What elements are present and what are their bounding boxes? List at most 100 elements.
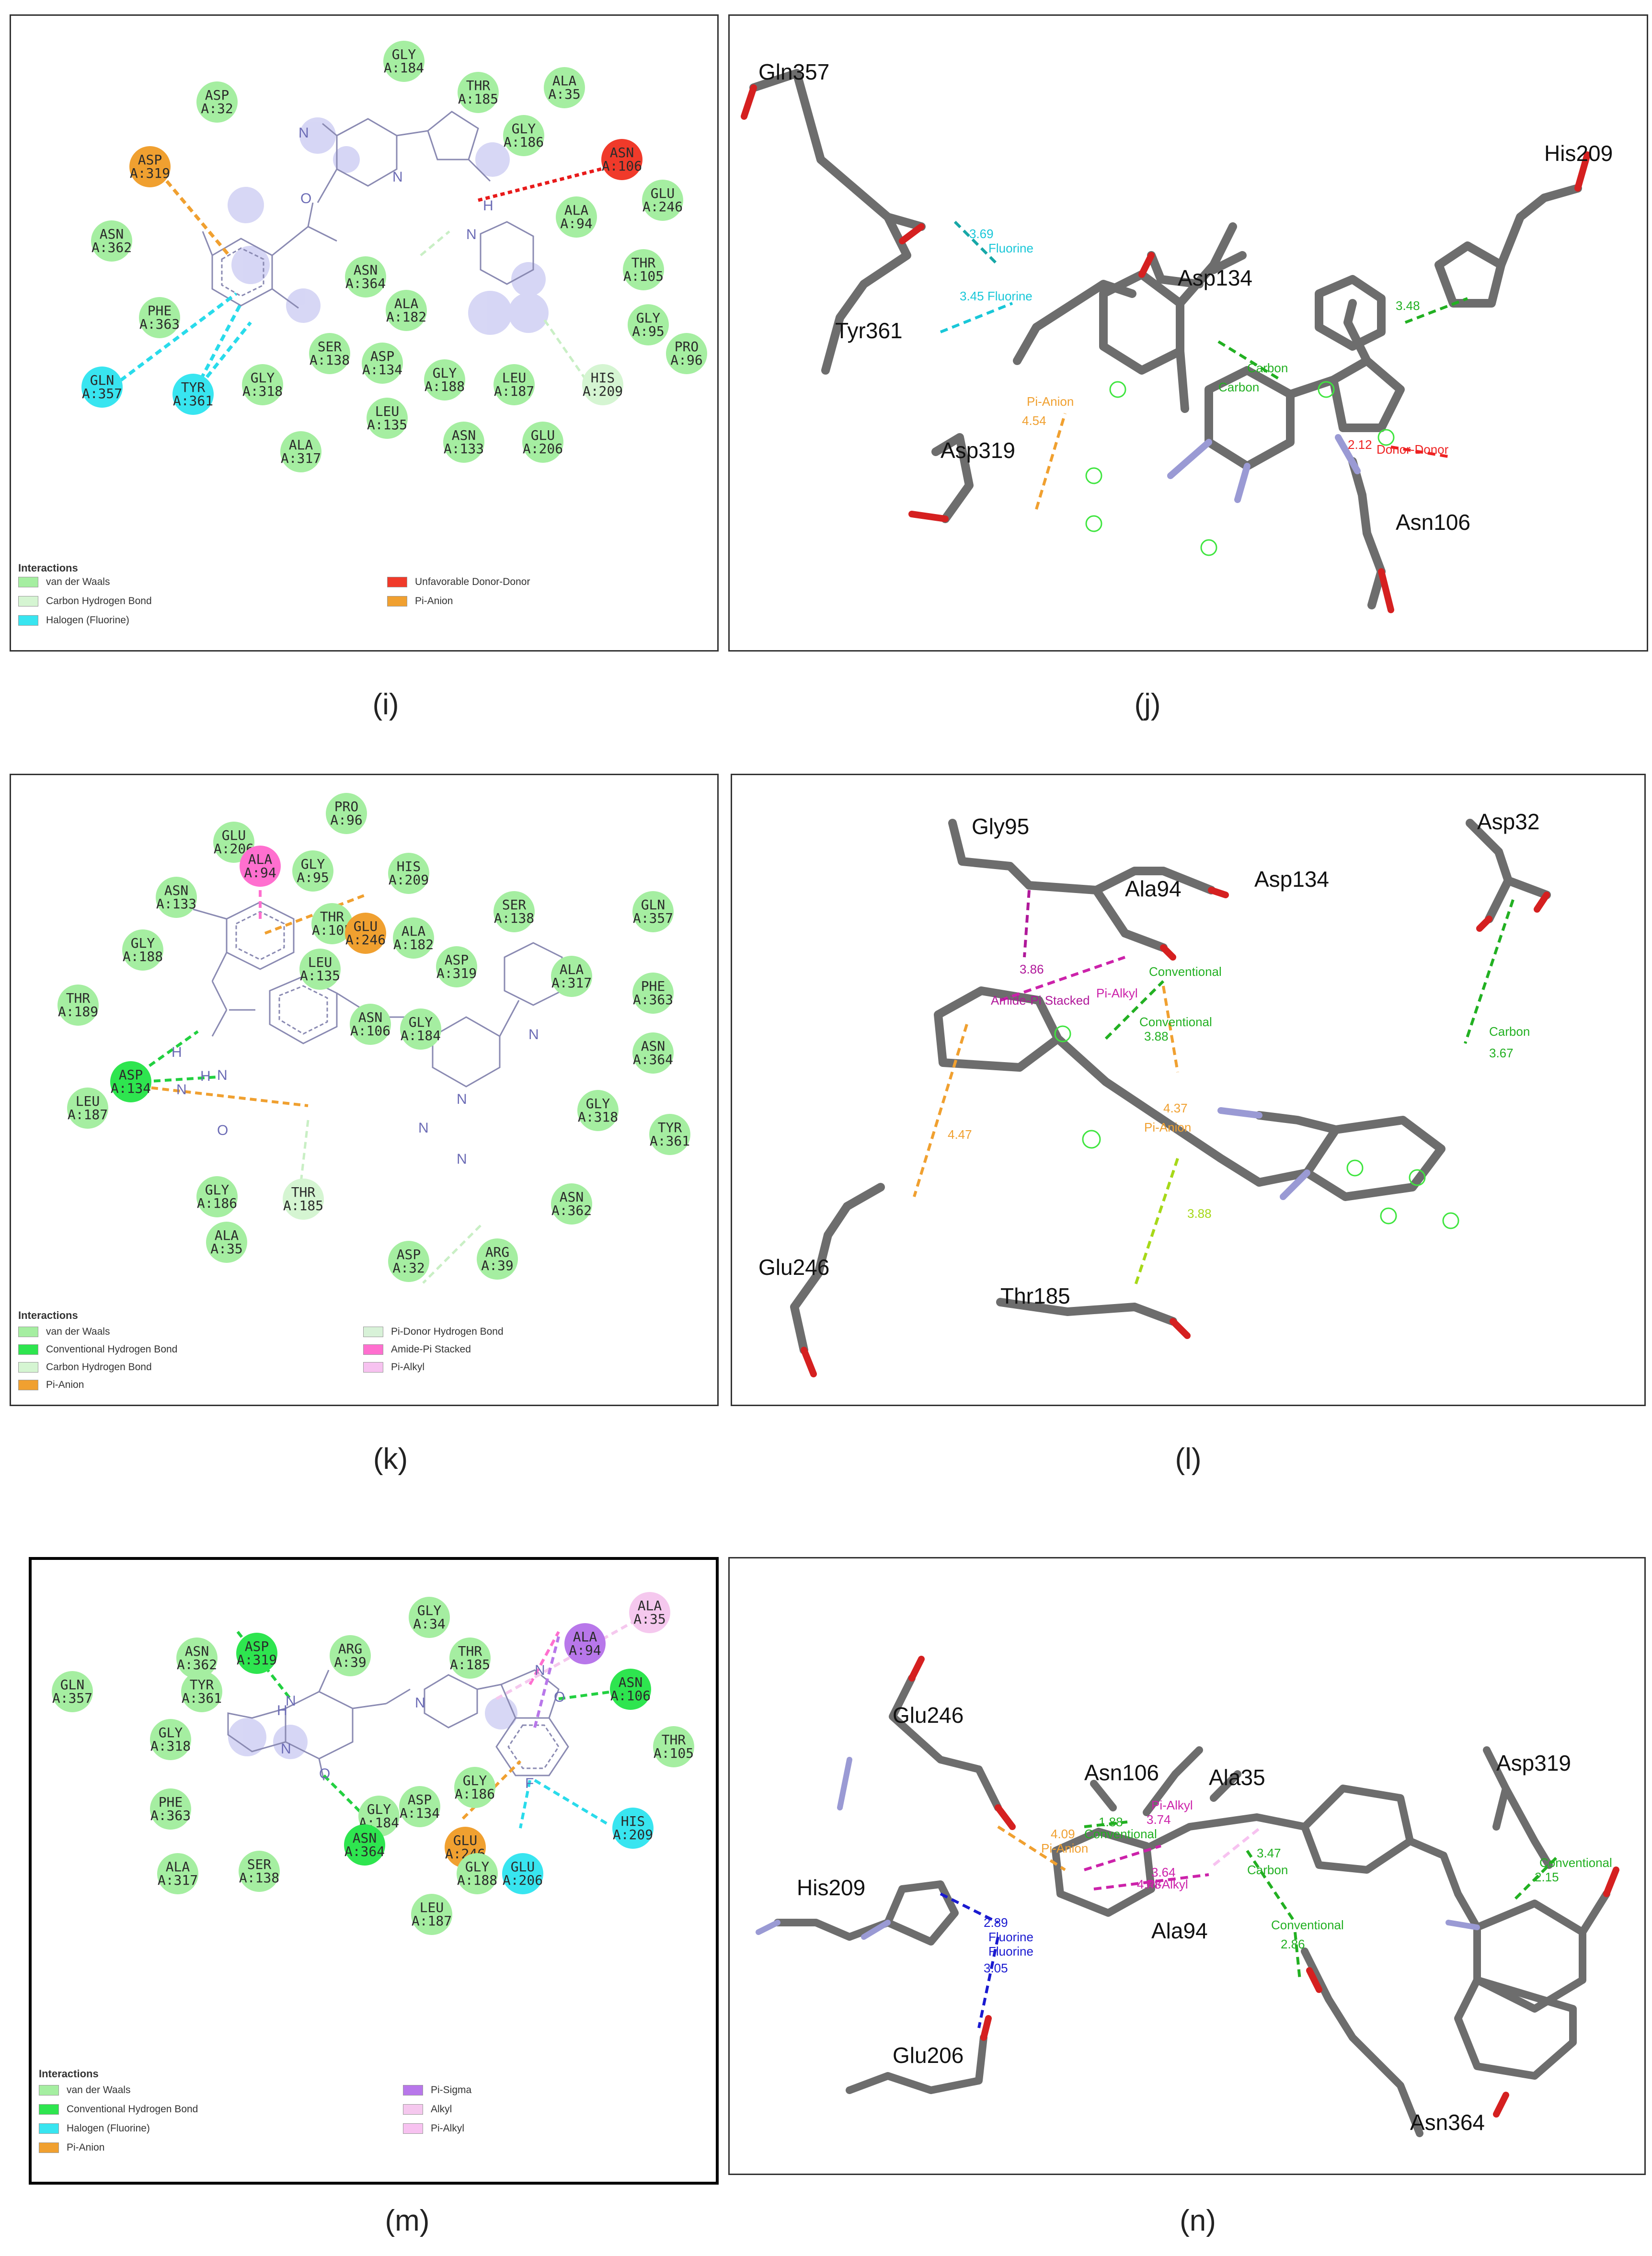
atom-label: H [277,1703,287,1718]
legend-item: Carbon Hydrogen Bond [18,595,152,607]
residue-name: GLY [391,46,416,62]
residue-number: A:135 [299,968,341,984]
residue-number: A:319 [129,165,171,181]
legend-item: Halogen (Fluorine) [39,2123,150,2134]
interaction-label: Conventional [1271,1918,1344,1932]
residue-name: ALA [288,437,313,453]
residue-name: ASP [370,348,395,364]
residue-name: GLY [585,1096,610,1111]
residue-name: ASP [407,1792,432,1808]
residue-number: A:138 [493,910,535,926]
legend-item: Pi-Sigma [403,2084,471,2096]
interaction-label: 3.48 [1396,298,1420,313]
panel-k-interaction-lines [139,866,482,1284]
residue-label-asp134: Asp134 [1178,265,1253,290]
residue-name: THR [631,255,656,271]
residue-name: GLU [353,918,378,934]
residue-name: ASN [451,427,476,443]
residue-number: A:134 [110,1080,151,1096]
residue-name: LEU [308,954,333,970]
residue-label-ala94: Ala94 [1125,876,1182,901]
interaction-label: 2.86 [1281,1937,1305,1951]
legend-item: Pi-Anion [18,1379,84,1391]
caption-j: (j) [1134,688,1161,721]
legend-label: Conventional Hydrogen Bond [67,2104,198,2115]
interaction-label: Conventional [1149,964,1222,979]
legend-swatch [403,2104,423,2115]
panel-n-3d-structure [756,1656,1619,2137]
legend-swatch [363,1344,383,1355]
residue-name: THR [320,909,344,925]
residue-name: GLY [300,856,325,872]
residue-name: HIS [396,859,421,874]
residue-number: A:363 [150,1808,191,1823]
residue-number: A:186 [196,1195,238,1211]
residue-number: A:96 [330,812,363,828]
residue-number: A:95 [297,870,329,885]
residue-number: A:246 [345,932,386,948]
legend-swatch [18,596,38,607]
legend-title: Interactions [18,1309,78,1321]
residue-name: PRO [334,799,359,814]
atom-label: H [483,198,493,214]
residue-number: A:319 [236,1652,277,1668]
residue-name: GLY [250,370,275,386]
residue-name: GLY [417,1603,442,1618]
residue-label-glu246: Glu246 [893,1703,964,1728]
legend-label: Pi-Donor Hydrogen Bond [391,1326,504,1337]
residue-name: ASP [118,1067,143,1083]
panel-l-3d-structure [790,819,1551,1377]
residue-number: A:187 [67,1107,108,1122]
atom-label: N [528,1027,539,1042]
residue-label-his209: His209 [797,1875,866,1900]
panel-m-ligand-drawing [227,1611,651,1829]
residue-name: ASP [205,87,229,103]
residue-name: ALA [552,73,577,89]
interaction-label: 3.88 [1144,1029,1169,1043]
legend-label: Pi-Anion [67,2142,105,2153]
residue-number: A:96 [670,352,703,368]
residue-name: GLU [510,1859,535,1875]
residue-name: GLY [367,1801,391,1817]
residue-number: A:39 [481,1258,514,1273]
residue-number: A:364 [345,275,386,291]
interaction-label: 3.67 [1489,1046,1514,1060]
legend-swatch [18,615,38,626]
residue-name: ALA [573,1629,597,1645]
legend-swatch [39,2104,59,2115]
interaction-label: 3.88 [1187,1206,1212,1221]
residue-name: ARG [485,1244,510,1260]
atom-label: N [457,1151,467,1167]
atom-label: N [457,1091,467,1107]
residue-name: GLY [465,1859,490,1875]
atom-label: N [415,1695,425,1711]
residue-number: A:94 [244,865,276,881]
legend-label: Pi-Anion [46,1379,84,1390]
residue-name: ALA [559,962,584,977]
interaction-label: 2.89 [984,1915,1008,1930]
caption-l: (l) [1175,1443,1202,1476]
